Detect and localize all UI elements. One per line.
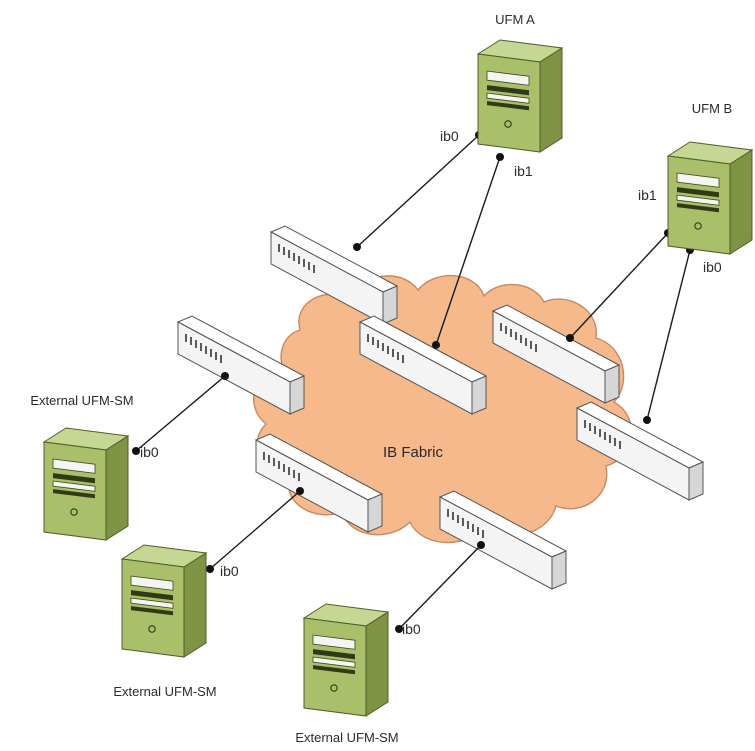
port-label-ufm-a-ib1: ib1 [514,163,533,179]
port-label-external-2-ib0: ib0 [220,563,239,579]
server-external-1: External UFM-SM ib0 [30,393,159,541]
server-ufm-b: UFM B ib1 ib0 [638,101,753,275]
port-label-external-1-ib0: ib0 [140,444,159,460]
fabric-label: IB Fabric [383,444,444,461]
server-ufm-a: UFM A ib0 ib1 [440,12,563,179]
server-icon [667,141,753,255]
port-label-ufm-b-ib0: ib0 [703,259,722,275]
server-label-ufm-b: UFM B [692,101,732,116]
server-external-2: External UFM-SM ib0 [113,544,239,699]
links [135,134,691,630]
server-label-external-2: External UFM-SM [113,684,216,699]
port-label-ufm-a-ib0: ib0 [440,128,459,144]
server-external-3: External UFM-SM ib0 [295,603,421,745]
server-label-external-3: External UFM-SM [295,730,398,745]
server-icon [477,39,563,153]
server-icon [121,544,207,658]
port-label-external-3-ib0: ib0 [402,621,421,637]
server-icon [43,427,129,541]
server-label-external-1: External UFM-SM [30,393,133,408]
server-label-ufm-a: UFM A [495,12,535,27]
server-icon [303,603,389,717]
port-label-ufm-b-ib1: ib1 [638,187,657,203]
